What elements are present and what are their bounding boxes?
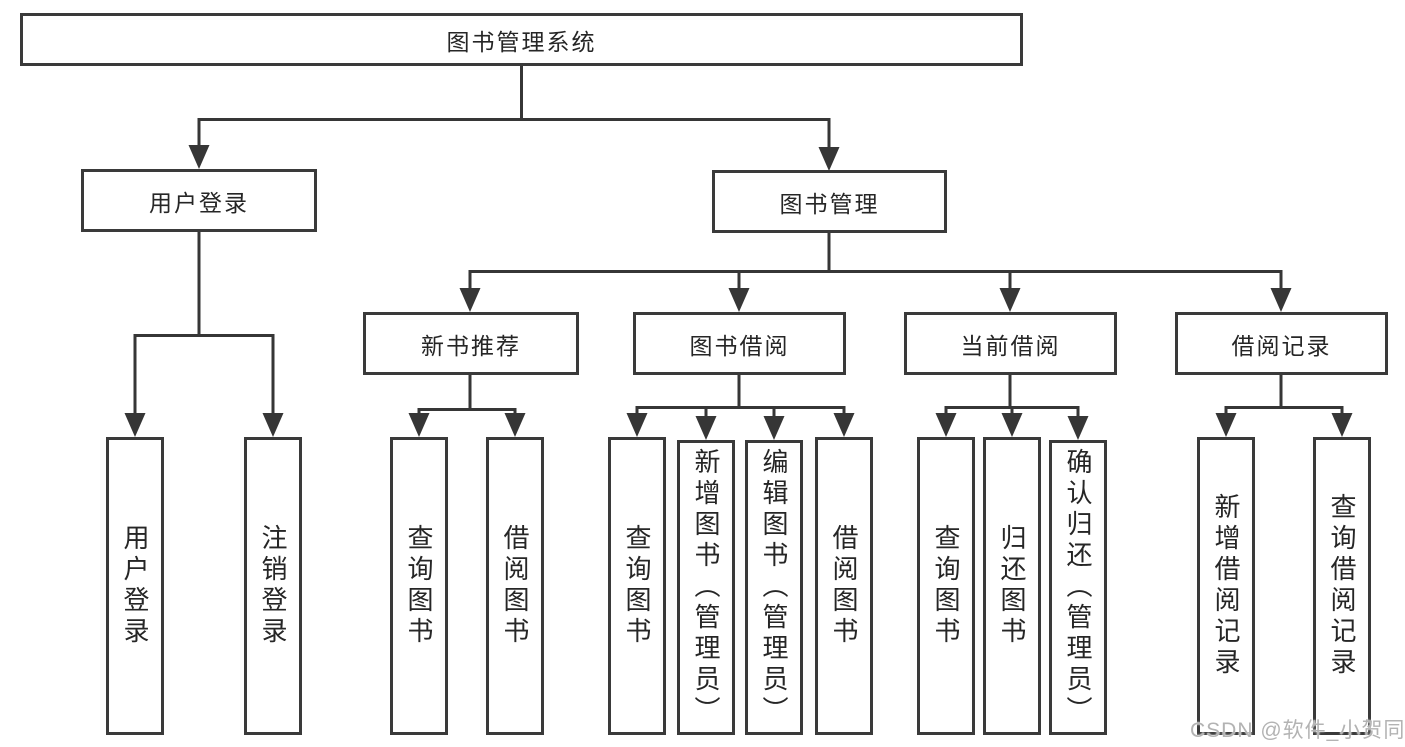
- node-label: 新增图书（管理员）: [691, 448, 721, 727]
- node-borrow-records: 借阅记录: [1175, 312, 1388, 375]
- csdn-watermark: CSDN @软件_小贺同学: [1190, 719, 1405, 742]
- node-label: 注销登录: [258, 524, 288, 648]
- node-book-management: 图书管理: [712, 170, 947, 233]
- node-label: 图书管理: [779, 190, 880, 217]
- node-root-library-system: 图书管理系统: [20, 13, 1023, 66]
- node-label: 确认归还（管理员）: [1063, 448, 1093, 727]
- node-label: 新增借阅记录: [1211, 493, 1241, 679]
- leaf-edit-books-admin: 编辑图书（管理员）: [745, 440, 803, 735]
- leaf-borrow-books: 借阅图书: [815, 437, 873, 735]
- node-label: 用户登录: [120, 524, 150, 648]
- node-label: 查询图书: [931, 524, 961, 648]
- node-user-login: 用户登录: [81, 169, 317, 232]
- leaf-logout: 注销登录: [244, 437, 302, 735]
- leaf-borrow-books: 借阅图书: [486, 437, 544, 735]
- arrow-down-icons: [124, 145, 1353, 440]
- node-label: 查询借阅记录: [1327, 493, 1357, 679]
- node-label: 图书借阅: [689, 332, 790, 359]
- node-new-book-recommend: 新书推荐: [363, 312, 579, 375]
- node-book-borrow: 图书借阅: [633, 312, 846, 375]
- leaf-query-books: 查询图书: [917, 437, 975, 735]
- node-label: 查询图书: [404, 524, 434, 648]
- node-label: 新书推荐: [421, 332, 521, 359]
- node-label: 编辑图书（管理员）: [759, 448, 789, 727]
- node-label: 图书管理系统: [446, 28, 597, 55]
- leaf-query-borrow-record: 查询借阅记录: [1313, 437, 1371, 735]
- node-label: 查询图书: [622, 524, 652, 648]
- node-label: 当前借阅: [960, 332, 1061, 359]
- leaf-query-books: 查询图书: [390, 437, 448, 735]
- node-current-borrow: 当前借阅: [904, 312, 1117, 375]
- leaf-confirm-return-admin: 确认归还（管理员）: [1049, 440, 1107, 735]
- node-label: 用户登录: [149, 189, 249, 216]
- leaf-return-books: 归还图书: [983, 437, 1041, 735]
- leaf-query-books: 查询图书: [608, 437, 666, 735]
- node-label: 借阅记录: [1231, 332, 1332, 359]
- node-label: 归还图书: [997, 524, 1027, 648]
- leaf-user-login: 用户登录: [106, 437, 164, 735]
- leaf-add-books-admin: 新增图书（管理员）: [677, 440, 735, 735]
- node-label: 借阅图书: [829, 524, 859, 648]
- node-label: 借阅图书: [500, 524, 530, 648]
- leaf-add-borrow-record: 新增借阅记录: [1197, 437, 1255, 735]
